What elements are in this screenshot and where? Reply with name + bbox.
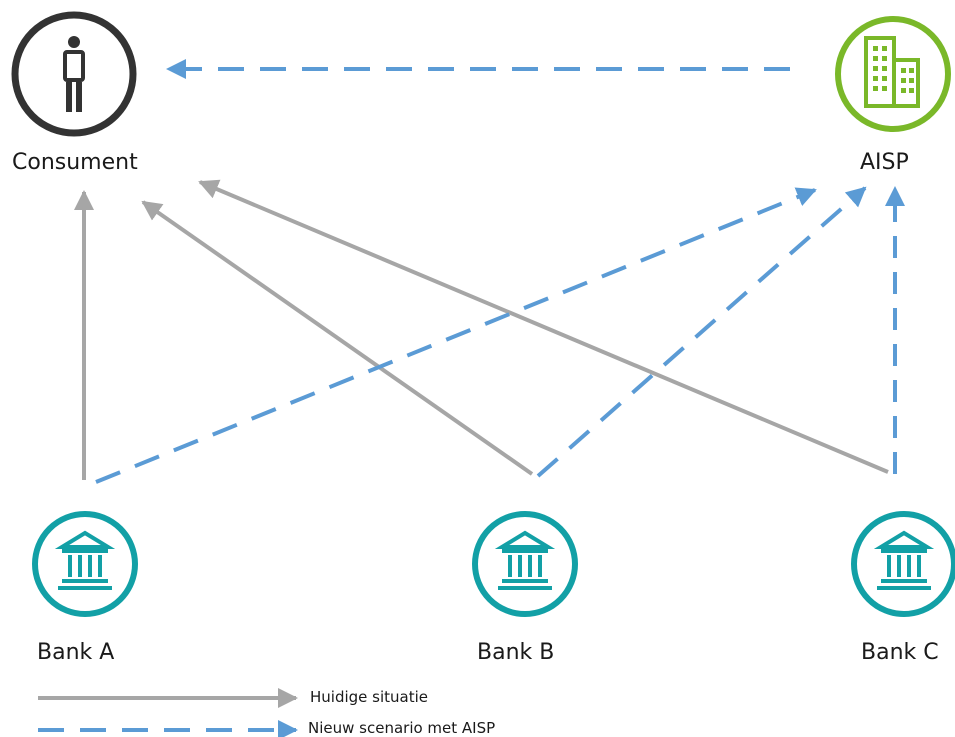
bank-a-node (32, 511, 138, 617)
bank-b-node (472, 511, 578, 617)
legend-new-label: Nieuw scenario met AISP (308, 719, 496, 737)
consument-node (11, 11, 137, 137)
consument-label: Consument (12, 150, 138, 175)
bank-icon (54, 530, 116, 590)
aisp-label: AISP (860, 150, 909, 175)
bank-a-label: Bank A (37, 640, 115, 665)
aisp-node (835, 16, 951, 132)
bank-icon (873, 530, 935, 590)
bank-b-label: Bank B (477, 640, 555, 665)
edge-bank-b-to-aisp (536, 186, 867, 478)
edge-bank-c-to-consument (198, 179, 889, 474)
building-icon (864, 36, 920, 108)
bank-icon (494, 530, 556, 590)
edge-bank-b-to-consument (141, 200, 534, 476)
legend-current-label: Huidige situatie (310, 688, 429, 706)
person-icon (63, 36, 85, 112)
bank-c-node (851, 511, 955, 617)
edge-bank-a-to-aisp (95, 187, 817, 484)
bank-c-label: Bank C (861, 640, 939, 665)
